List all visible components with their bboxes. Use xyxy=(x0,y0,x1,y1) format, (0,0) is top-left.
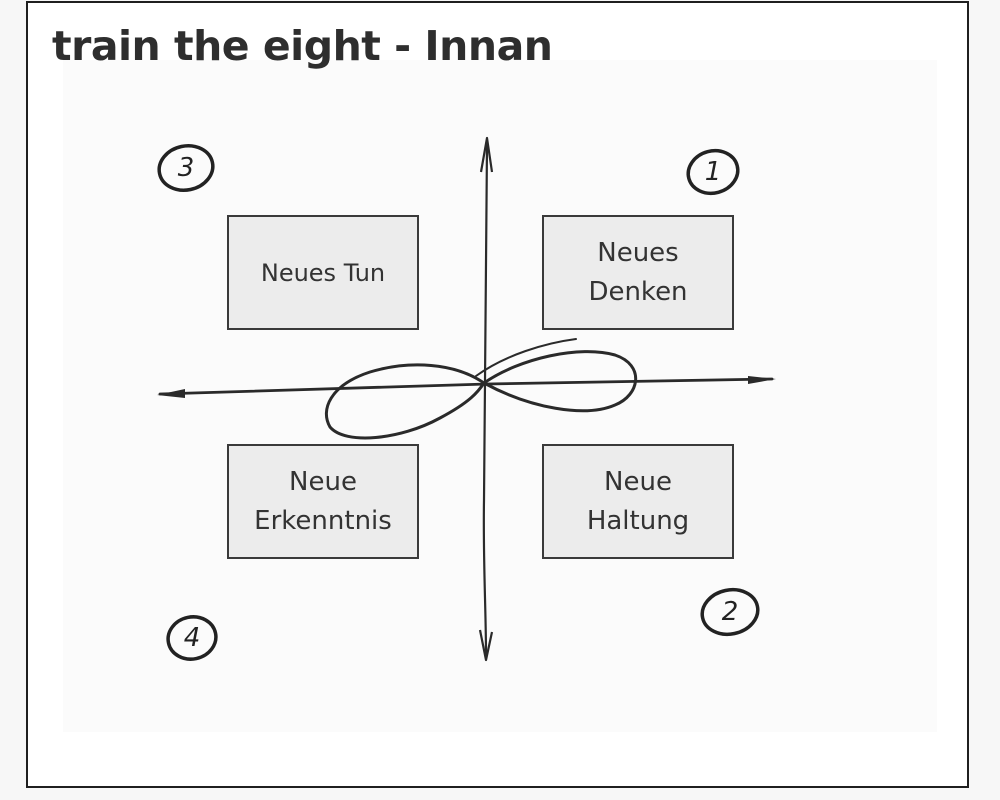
quadrant-number-2: 2 xyxy=(721,597,739,627)
quadrant-box-neues-tun: Neues Tun xyxy=(227,215,419,330)
quadrant-circle-icon-1 xyxy=(686,148,740,196)
quadrant-number-3: 3 xyxy=(177,153,195,183)
vertical-axis xyxy=(482,143,489,657)
infinity-loop-stroke-tail xyxy=(475,338,577,377)
quadrant-box-neue-erkenntnis: Neue Erkenntnis xyxy=(227,444,419,559)
quadrant-circle-icon-4 xyxy=(166,615,218,661)
quadrant-number-4: 4 xyxy=(183,623,201,653)
horizontal-axis-arrow-left xyxy=(157,389,185,398)
vertical-axis-arrow-up xyxy=(479,136,494,173)
horizontal-axis-arrow-right xyxy=(748,376,776,384)
page-title: train the eight - Innan xyxy=(52,22,553,70)
infinity-loop-icon xyxy=(324,350,638,440)
quadrant-circle-icon-2 xyxy=(700,587,760,637)
quadrant-number-1: 1 xyxy=(704,157,722,187)
horizontal-axis xyxy=(158,377,774,396)
quadrant-box-neues-denken: Neues Denken xyxy=(542,215,734,330)
vertical-axis-arrow-down xyxy=(478,629,494,662)
quadrant-circle-icon-3 xyxy=(157,144,215,192)
quadrant-box-neue-haltung: Neue Haltung xyxy=(542,444,734,559)
